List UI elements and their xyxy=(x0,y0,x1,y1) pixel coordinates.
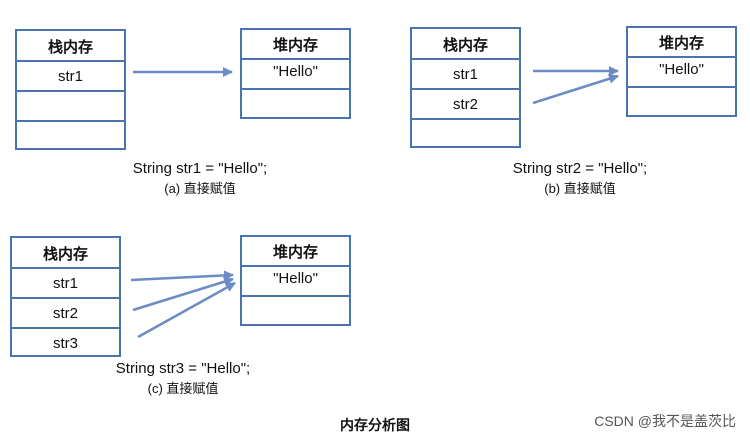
stack-cell-a-2 xyxy=(17,90,124,121)
stack-title-c: 栈内存 xyxy=(42,245,88,263)
heap-title-a: 堆内存 xyxy=(272,37,318,54)
code-c: String str3 = "Hello"; xyxy=(115,360,251,377)
stack-box-b: 栈内存 str1 str2 xyxy=(410,27,521,148)
label-a: (a) 直接赋值 xyxy=(164,181,236,196)
stack-cell-c-2: str2 xyxy=(12,297,119,328)
code-a: String str1 = "Hello"; xyxy=(132,160,268,177)
heap-cell-c-2 xyxy=(242,295,349,326)
heap-cell-b-1: "Hello" xyxy=(628,56,735,87)
heap-box-a: 堆内存 "Hello" xyxy=(240,28,351,119)
arrow-c-str1 xyxy=(130,270,234,282)
stack-box-a: 栈内存 str1 xyxy=(15,29,126,150)
stack-cell-a-3 xyxy=(17,120,124,150)
stack-cell-b-2: str2 xyxy=(412,88,519,119)
heap-title-b: 堆内存 xyxy=(658,35,704,52)
stack-cell-c-3: str3 xyxy=(12,327,119,357)
arrow-c-str3 xyxy=(137,281,236,339)
caption-c: String str3 = "Hello"; (c) 直接赋值 xyxy=(78,360,288,397)
stack-cell-b-1: str1 xyxy=(412,58,519,89)
watermark: CSDN @我不是盖茨比 xyxy=(594,413,736,429)
arrow-c-str2 xyxy=(132,276,234,312)
heap-cell-c-1: "Hello" xyxy=(242,265,349,296)
heap-box-c: 堆内存 "Hello" xyxy=(240,235,351,326)
heap-cell-b-2 xyxy=(628,86,735,117)
heap-cell-a-2 xyxy=(242,88,349,119)
code-b: String str2 = "Hello"; xyxy=(512,160,648,177)
stack-title-b: 栈内存 xyxy=(442,36,488,54)
stack-title-a: 栈内存 xyxy=(47,38,93,56)
label-b: (b) 直接赋值 xyxy=(544,181,616,196)
arrow-b-str2 xyxy=(532,73,619,105)
heap-cell-a-1: "Hello" xyxy=(242,58,349,89)
heap-title-c: 堆内存 xyxy=(272,244,318,261)
stack-box-c: 栈内存 str1 str2 str3 xyxy=(10,236,121,357)
heap-box-b: 堆内存 "Hello" xyxy=(626,26,737,117)
stack-cell-c-1: str1 xyxy=(12,267,119,298)
caption-b: String str2 = "Hello"; (b) 直接赋值 xyxy=(475,160,685,197)
figure-title: 内存分析图 xyxy=(340,417,410,433)
stack-cell-b-3 xyxy=(412,118,519,148)
label-c: (c) 直接赋值 xyxy=(147,381,219,396)
stack-cell-a-1: str1 xyxy=(17,60,124,91)
caption-a: String str1 = "Hello"; (a) 直接赋值 xyxy=(95,160,305,197)
